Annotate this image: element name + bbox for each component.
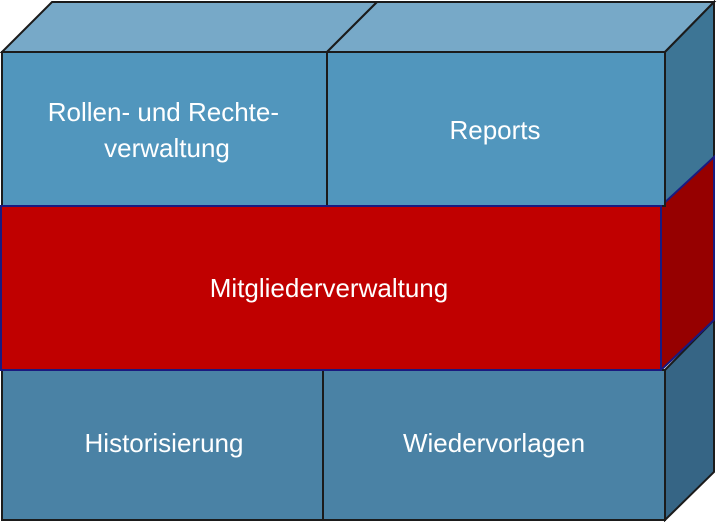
block-mitgliederverwaltung bbox=[0, 205, 662, 371]
label-reports: Reports bbox=[449, 115, 540, 145]
label-historisierung: Historisierung bbox=[85, 428, 244, 458]
block-historisierung bbox=[1, 369, 324, 521]
label-rollen-line1: Rollen- und Rechte- bbox=[48, 97, 279, 127]
top-face-right bbox=[324, 1, 717, 53]
label-wiedervorlagen: Wiedervorlagen bbox=[403, 428, 585, 458]
top-face-left bbox=[0, 1, 380, 53]
label-mitgliederverwaltung: Mitgliederverwaltung bbox=[210, 273, 448, 303]
block-rollen-rechteverwaltung bbox=[1, 51, 328, 207]
block-reports bbox=[326, 51, 666, 207]
block-wiedervorlagen bbox=[322, 369, 666, 521]
label-rollen-line2: verwaltung bbox=[104, 133, 230, 163]
label-rollen-rechteverwaltung: Rollen- und Rechte- verwaltung bbox=[48, 97, 286, 163]
